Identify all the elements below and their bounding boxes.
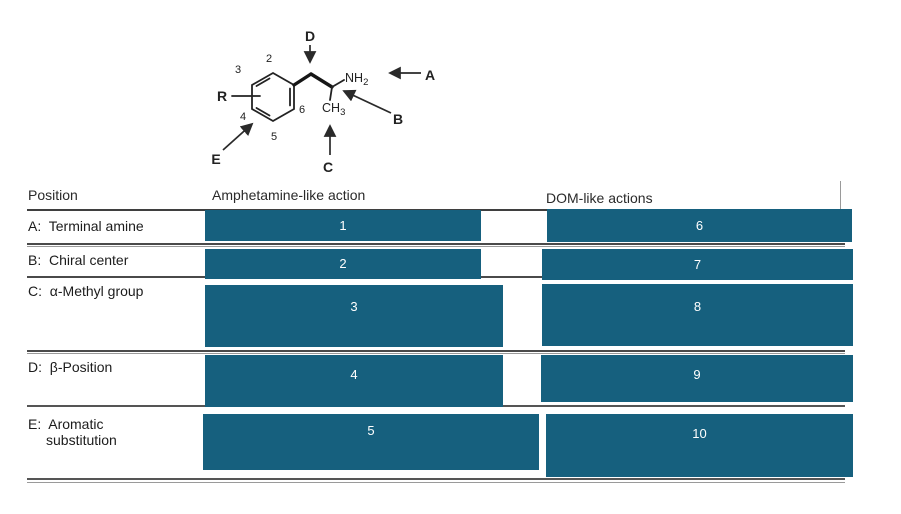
- amphetamine-structure-diagram: NH2 CH3 R 2 3 4 5 6 A B C D E: [211, 28, 435, 175]
- bottom-rule-dark: [27, 478, 845, 480]
- pointer-arrow-d: D: [303, 28, 317, 64]
- answer-box-5[interactable]: 5: [203, 414, 539, 470]
- header-underline: [27, 209, 845, 211]
- pointer-arrow-a: A: [388, 66, 435, 83]
- column-header-position: Position: [28, 187, 78, 203]
- pointer-label-b: B: [393, 111, 403, 127]
- answer-box-1[interactable]: 1: [205, 210, 481, 241]
- answer-box-6[interactable]: 6: [547, 209, 852, 242]
- side-chain-bonds: [292, 72, 345, 101]
- ring-number-5: 5: [271, 131, 277, 143]
- row-label-c: C: α-Methyl group: [28, 283, 144, 299]
- pointer-arrow-c: C: [323, 124, 337, 175]
- answer-box-4[interactable]: 4: [205, 355, 503, 407]
- methyl-group-label: CH3: [322, 101, 345, 118]
- amine-group-label: NH2: [345, 71, 368, 88]
- separator-a-b-light: [27, 246, 845, 248]
- row-label-a: A: Terminal amine: [28, 218, 144, 234]
- pointer-label-c: C: [323, 159, 333, 175]
- row-label-b: B: Chiral center: [28, 252, 129, 268]
- row-label-e-line1: E: Aromatic: [28, 416, 104, 432]
- ring-number-2: 2: [266, 53, 272, 65]
- separator-c-d-light: [27, 353, 845, 355]
- answer-box-3[interactable]: 3: [205, 285, 503, 347]
- pointer-label-e: E: [211, 151, 220, 167]
- row-label-d: D: β-Position: [28, 359, 113, 375]
- pointer-label-a: A: [425, 67, 435, 83]
- column-header-amphetamine: Amphetamine-like action: [212, 187, 366, 203]
- right-edge-tick: [840, 181, 842, 209]
- r-group-label: R: [217, 88, 227, 104]
- separator-c-d-dark: [27, 350, 845, 352]
- separator-a-b-dark: [27, 243, 845, 245]
- ring-number-4: 4: [240, 111, 246, 123]
- answer-box-8[interactable]: 8: [542, 284, 853, 346]
- benzene-ring: [251, 71, 295, 123]
- pointer-label-d: D: [305, 28, 315, 44]
- answer-box-9[interactable]: 9: [541, 355, 853, 402]
- ring-number-3: 3: [235, 64, 241, 76]
- pointer-arrow-b: B: [342, 89, 403, 127]
- pointer-arrow-e: E: [211, 122, 254, 167]
- row-label-e-line2: substitution: [46, 432, 117, 448]
- bottom-rule-light: [27, 481, 845, 483]
- answer-box-2[interactable]: 2: [205, 249, 481, 279]
- answer-box-7[interactable]: 7: [542, 249, 853, 280]
- answer-box-10[interactable]: 10: [546, 414, 853, 477]
- ring-number-6: 6: [299, 104, 305, 116]
- column-header-dom: DOM-like actions: [546, 190, 653, 206]
